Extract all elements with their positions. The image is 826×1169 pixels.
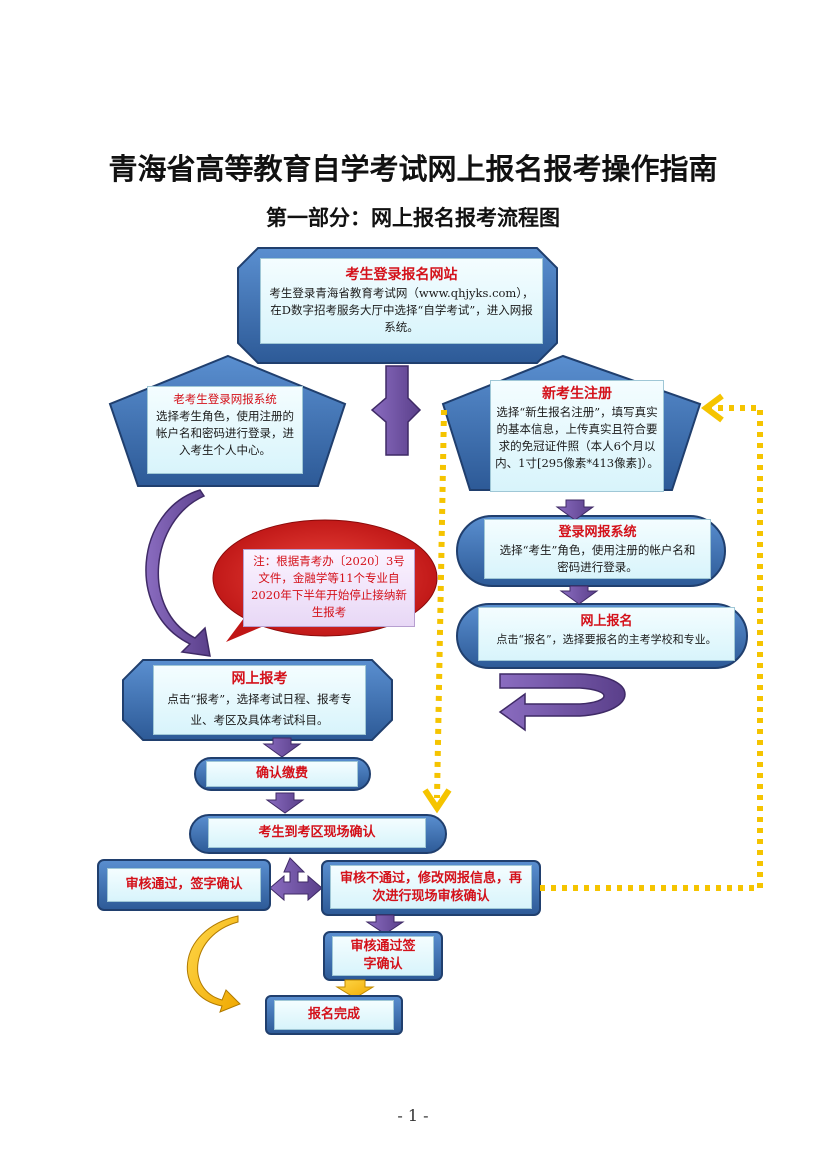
login-system-body: 选择“考生”角色，使用注册的帐户名和密码进行登录。 <box>499 543 696 574</box>
old-student-card: 老考生登录网报系统 选择考生角色，使用注册的帐户名和密码进行登录，进入考生个人中… <box>147 386 303 474</box>
arrow-down-yellow <box>335 979 375 999</box>
confirm-pay-label: 确认缴费 <box>255 766 308 781</box>
online-register-body: 点击“报名”，选择要报名的主考学校和专业。 <box>496 633 717 646</box>
old-student-heading: 老考生登录网报系统 <box>173 392 277 406</box>
pass-sign-card: 审核通过，签字确认 <box>107 868 261 902</box>
pass-sign2-card: 审核通过签字确认 <box>332 936 434 976</box>
confirm-pay-card: 确认缴费 <box>206 761 358 787</box>
fail-modify-card: 审核不通过，修改网报信息，再次进行现场审核确认 <box>330 865 532 909</box>
online-register-card: 网上报名 点击“报名”，选择要报名的主考学校和专业。 <box>478 607 735 661</box>
dotted-loop-line <box>540 405 763 891</box>
note-body: 注：根据青考办〔2020〕3号文件，金融学等11个专业自2020年下半年开始停止… <box>251 554 407 619</box>
online-exam-heading: 网上报考 <box>231 671 288 687</box>
onsite-confirm-card: 考生到考区现场确认 <box>208 818 426 848</box>
online-register-heading: 网上报名 <box>580 614 633 629</box>
dotted-loop-arrowhead <box>701 393 724 423</box>
login-system-card: 登录网报系统 选择“考生”角色，使用注册的帐户名和密码进行登录。 <box>484 519 711 579</box>
onsite-confirm-label: 考生到考区现场确认 <box>258 825 376 840</box>
u-turn-arrow <box>498 673 626 732</box>
login-site-card: 考生登录报名网站 考生登录青海省教育考试网（www.qhjyks.com），在D… <box>260 258 543 344</box>
login-system-heading: 登录网报系统 <box>558 525 637 540</box>
page-subtitle: 第一部分：网上报名报考流程图 <box>266 206 560 230</box>
login-site-heading: 考生登录报名网站 <box>345 267 458 283</box>
dotted-down-line <box>434 409 447 799</box>
arrow-down-2 <box>559 585 599 605</box>
curved-arrow-old-to-exam <box>145 489 211 657</box>
note-card: 注：根据青考办〔2020〕3号文件，金融学等11个专业自2020年下半年开始停止… <box>243 549 415 627</box>
online-exam-body: 点击“报考”，选择考试日程、报考专业、考区及具体考试科目。 <box>167 692 352 727</box>
login-site-body: 考生登录青海省教育考试网（www.qhjyks.com），在D数字招考服务大厅中… <box>269 286 534 334</box>
new-student-heading: 新考生注册 <box>542 386 612 402</box>
new-student-body: 选择“新生报名注册”，填写真实的基本信息，上传真实且符合要求的免冠证件照（本人6… <box>495 405 659 470</box>
center-double-arrow <box>370 365 422 456</box>
pass-sign2-label: 审核通过签字确认 <box>350 939 416 972</box>
three-way-arrow <box>269 857 323 902</box>
new-student-card: 新考生注册 选择“新生报名注册”，填写真实的基本信息，上传真实且符合要求的免冠证… <box>490 380 664 492</box>
orange-curved-arrow <box>186 915 241 1013</box>
pass-sign-label: 审核通过，签字确认 <box>125 877 243 892</box>
fail-modify-label: 审核不通过，修改网报信息，再次进行现场审核确认 <box>339 871 522 904</box>
arrow-down-5 <box>365 914 405 935</box>
page-title: 青海省高等教育自学考试网上报名报考操作指南 <box>108 152 718 186</box>
complete-card: 报名完成 <box>274 1000 394 1030</box>
page-number: - 1 - <box>397 1106 429 1125</box>
arrow-down-4 <box>265 792 305 814</box>
arrow-down-1 <box>555 499 595 521</box>
old-student-body: 选择考生角色，使用注册的帐户名和密码进行登录，进入考生个人中心。 <box>156 409 294 457</box>
complete-label: 报名完成 <box>307 1007 360 1022</box>
online-exam-card: 网上报考 点击“报考”，选择考试日程、报考专业、考区及具体考试科目。 <box>153 665 366 735</box>
dotted-down-arrowhead <box>422 788 452 814</box>
arrow-down-3 <box>262 737 302 758</box>
